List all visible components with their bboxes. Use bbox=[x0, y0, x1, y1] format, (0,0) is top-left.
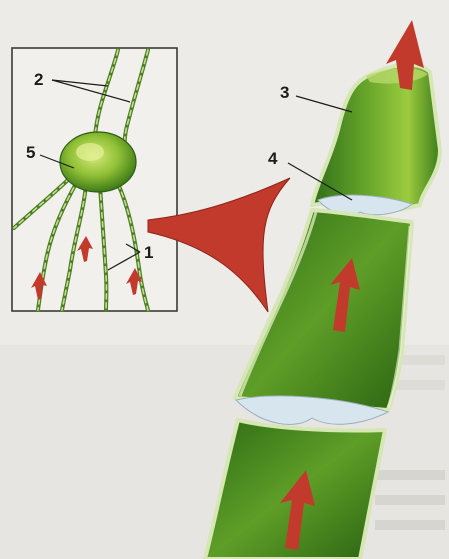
inset-panel: 2 5 1 bbox=[12, 48, 177, 311]
companion-cell bbox=[60, 132, 136, 192]
label-1: 1 bbox=[144, 243, 153, 262]
label-4: 4 bbox=[268, 149, 278, 168]
label-2: 2 bbox=[34, 70, 43, 89]
label-3: 3 bbox=[280, 83, 289, 102]
label-5: 5 bbox=[26, 143, 35, 162]
